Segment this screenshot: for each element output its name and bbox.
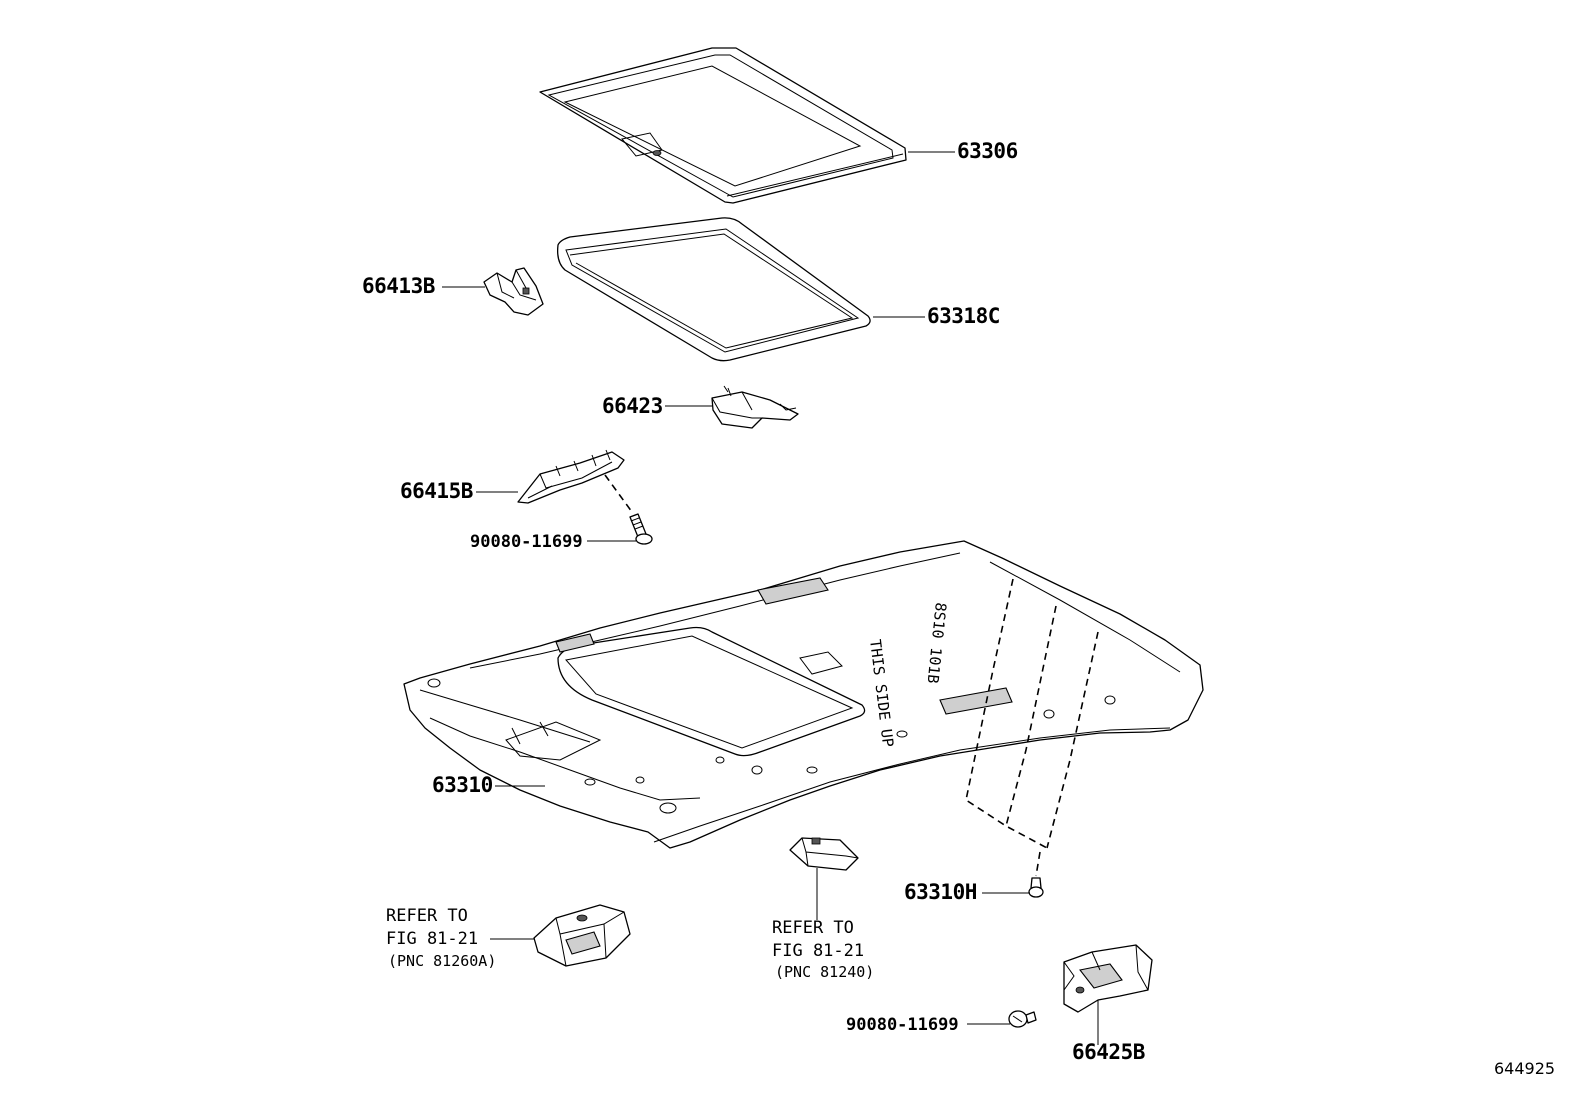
label-63318C: 63318C [927,304,1000,328]
dashed-guides-rear [965,578,1099,849]
part-dome-light-81240[interactable] [789,837,859,871]
ref-2-line1: REFER TO [772,918,854,938]
label-66413B: 66413B [362,274,435,298]
part-overhead-console-81260A[interactable] [533,904,631,967]
part-63310-headliner[interactable]: THIS SIDE UP 8S10 101B [403,540,1204,849]
ref-1-line2: FIG 81-21 [386,929,478,949]
ref-2-line2: FIG 81-21 [772,941,864,961]
part-66415B-bracket[interactable] [517,449,625,504]
part-66413B-bracket[interactable] [483,267,544,316]
part-90080-11699-screw-lower[interactable] [1008,1010,1037,1028]
part-66423-holder[interactable] [711,385,799,429]
part-66425B-bracket[interactable] [1063,944,1153,1013]
label-66423: 66423 [602,394,663,418]
dashed-guide-66415B [604,474,633,513]
label-63310H: 63310H [904,880,977,904]
ref-1-line3: (PNC 81260A) [388,952,496,970]
label-90080-11699-lower: 90080-11699 [846,1015,959,1035]
part-90080-11699-screw-upper[interactable] [629,513,653,545]
part-63306-sunshade[interactable] [539,47,907,204]
label-90080-11699-upper: 90080-11699 [470,532,583,552]
part-63310H-clip[interactable] [1028,851,1044,898]
part-63318C-weatherstrip[interactable] [557,217,871,362]
label-66415B: 66415B [400,479,473,503]
ref-2-line3: (PNC 81240) [775,963,874,981]
ref-1-line1: REFER TO [386,906,468,926]
label-66425B: 66425B [1072,1040,1145,1064]
label-63306: 63306 [957,139,1018,163]
label-63310: 63310 [432,773,493,797]
figure-number: 644925 [1494,1059,1555,1078]
